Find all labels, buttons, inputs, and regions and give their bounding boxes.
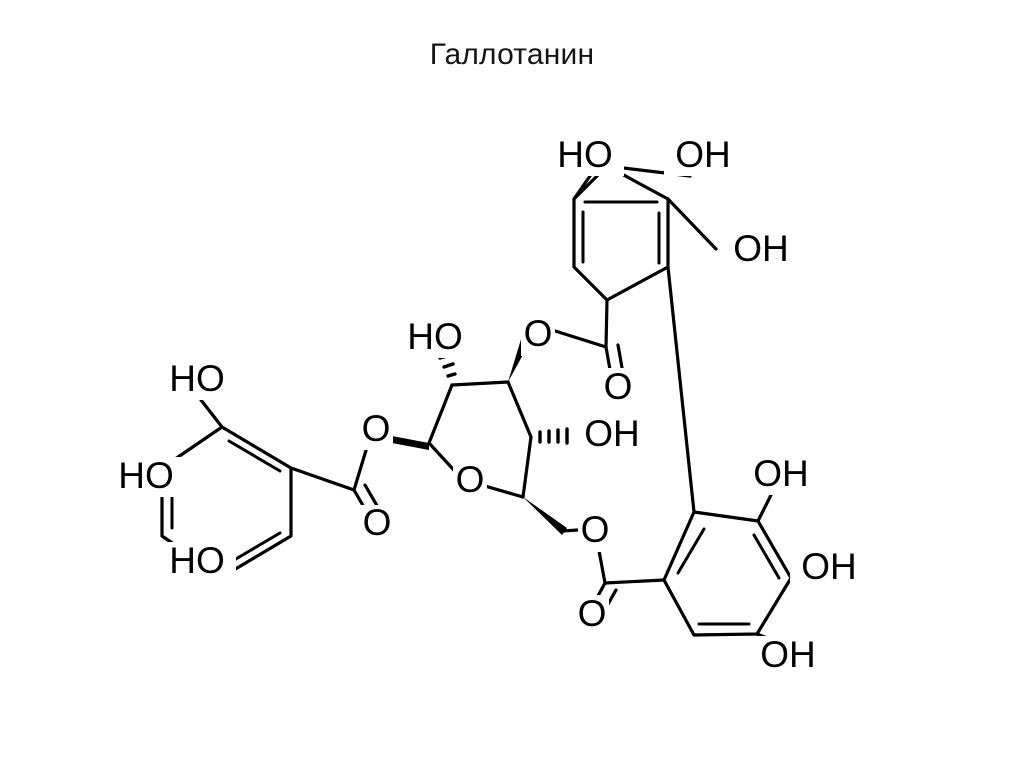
top-ring-bond-to-oh-right	[666, 197, 718, 251]
top-ring-oh-left-label: HO	[546, 134, 624, 176]
svg-text:O: O	[581, 509, 610, 550]
bottom-ring-oh-bottom-label: OH	[749, 634, 827, 676]
bottom-ring-oh-mid-label: OH	[790, 546, 868, 588]
svg-text:OH: OH	[733, 228, 789, 269]
left-ring-oh-bottom-label: HO	[158, 540, 236, 582]
svg-text:O: O	[363, 502, 392, 543]
top-ring-oh-mid-label: OH	[664, 134, 742, 176]
svg-text:OH: OH	[753, 453, 809, 494]
svg-text:O: O	[578, 593, 607, 634]
left-carbonyl-to-ester-o	[352, 445, 369, 492]
left-ring-bond-to-oh-top	[199, 398, 224, 429]
left-ring-oh-mid-label: HO	[107, 455, 185, 497]
left-ring-double-1	[227, 439, 282, 473]
bottom-carbonyl-to-ring	[603, 578, 666, 585]
bottom-ester-o-label: O	[578, 509, 612, 552]
biaryl-bond	[666, 265, 696, 514]
left-ester-o-label: O	[359, 408, 393, 450]
bottom-galloyl-ring	[662, 510, 793, 637]
top-ester-o-to-carbonyl	[550, 328, 608, 349]
svg-text:HO: HO	[169, 358, 225, 399]
bottom-ring-bond-to-oh-top	[756, 491, 774, 523]
page-title: Галлотанин	[429, 38, 595, 71]
sugar-c4-to-c3	[506, 380, 533, 439]
top-ring-hexagon	[572, 164, 670, 302]
bottom-ring-hexagon	[662, 510, 793, 637]
top-carbonyl-to-ring	[604, 298, 609, 349]
svg-text:HO: HO	[557, 134, 613, 175]
svg-text:OH: OH	[801, 546, 857, 587]
sugar-c2-to-c1	[427, 383, 454, 445]
left-ring-bond-to-carbonyl	[289, 466, 356, 492]
svg-text:O: O	[604, 366, 633, 407]
top-ring-bond-to-ho-left	[572, 174, 592, 201]
left-carbonyl-o-label: O	[360, 502, 394, 545]
bottom-ring-oh-top-label: OH	[742, 453, 820, 495]
sugar-ring-o-label: O	[453, 459, 487, 501]
top-ester-o-label: O	[521, 313, 555, 356]
sugar-c4-hash-bond	[538, 427, 569, 445]
svg-text:O: O	[456, 459, 485, 500]
top-carbonyl-o-label: O	[601, 366, 635, 408]
bottom-ring-double-2	[752, 533, 781, 580]
ch2-to-ester-o	[561, 528, 580, 533]
sugar-c4-oh-label: OH	[573, 413, 651, 455]
top-ring-oh-right-label: OH	[722, 228, 800, 270]
svg-text:O: O	[524, 313, 553, 354]
svg-text:OH: OH	[675, 134, 731, 175]
svg-text:O: O	[362, 408, 391, 449]
anomeric-wedge-bond	[392, 436, 429, 450]
svg-text:OH: OH	[760, 634, 816, 675]
svg-text:HO: HO	[407, 316, 463, 357]
sugar-c3-to-c2	[450, 380, 510, 387]
svg-text:OH: OH	[584, 413, 640, 454]
svg-text:HO: HO	[169, 540, 225, 581]
svg-text:HO: HO	[118, 455, 174, 496]
bottom-ring-double-1	[676, 527, 706, 575]
top-galloyl-ring	[572, 164, 670, 302]
sugar-c5-to-c4	[521, 435, 533, 499]
sugar-c2-ho-label: HO	[396, 316, 474, 358]
bottom-carbonyl-o-label: O	[575, 593, 609, 635]
sugar-c5-wedge-to-ch2	[523, 497, 567, 535]
left-ring-double-3	[227, 531, 282, 565]
left-ring-oh-top-label: HO	[158, 358, 236, 400]
